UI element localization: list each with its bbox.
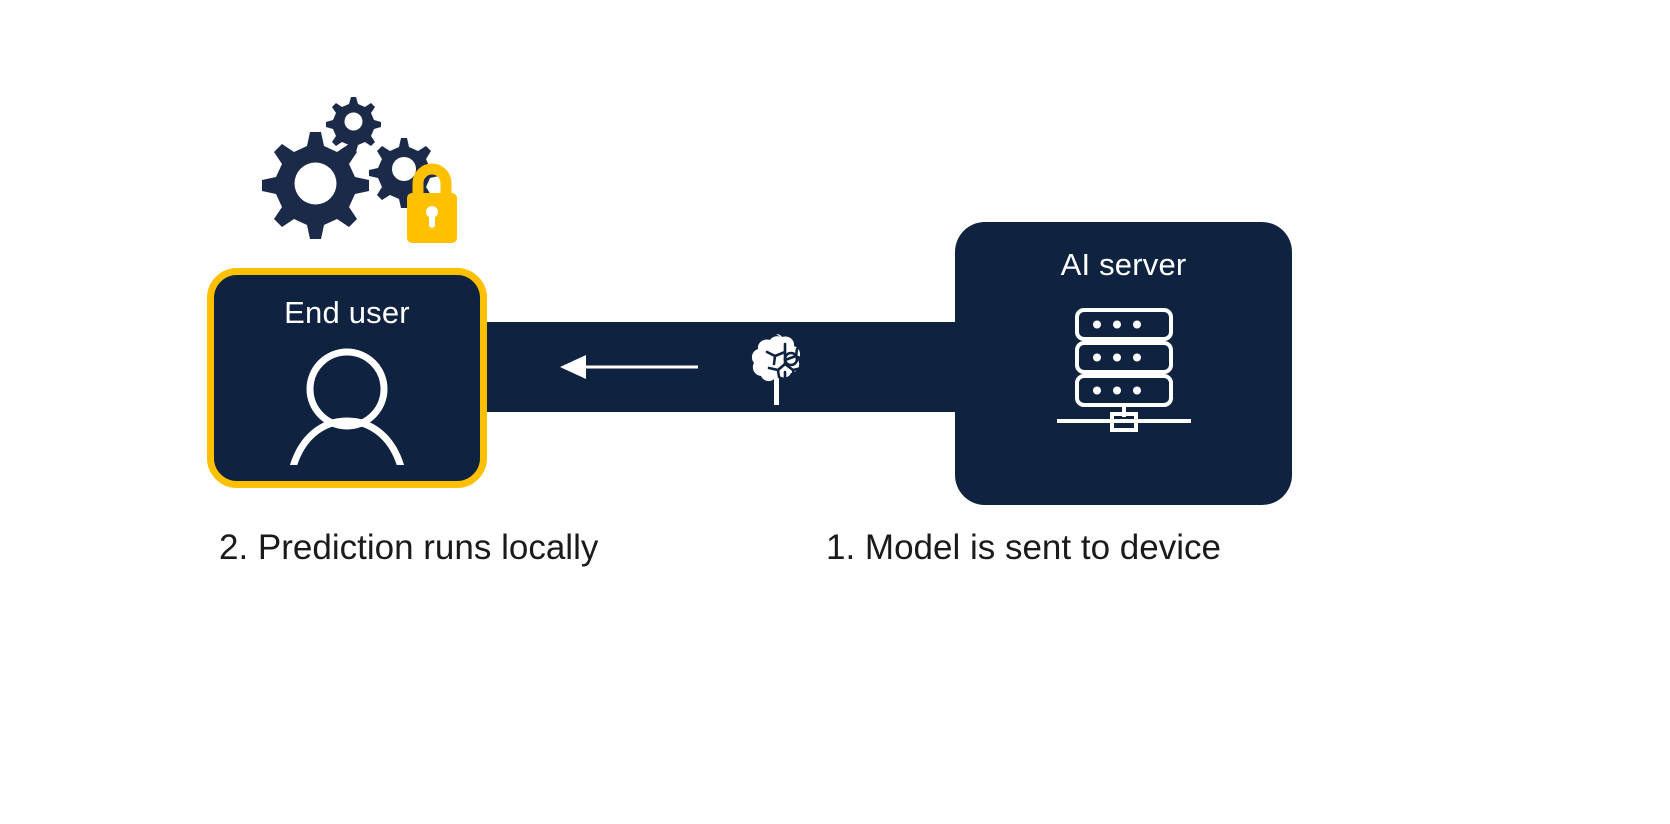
caption-prediction-runs-locally: 2. Prediction runs locally — [219, 528, 599, 567]
node-end-user[interactable]: End user — [207, 268, 487, 488]
padlock-icon — [407, 163, 457, 243]
connector-band — [470, 322, 970, 412]
node-end-user-label: End user — [284, 295, 410, 330]
node-ai-server[interactable]: AI server — [955, 222, 1292, 505]
caption-model-is-sent-to-device: 1. Model is sent to device — [826, 528, 1221, 567]
gear-large-left-icon — [262, 132, 369, 239]
node-ai-server-label: AI server — [1060, 247, 1187, 282]
arrow-left-icon — [560, 355, 698, 379]
gears-lock-decoration — [262, 97, 457, 243]
brain-icon — [751, 334, 805, 405]
person-icon — [214, 347, 480, 465]
server-rack-icon — [955, 304, 1292, 434]
gear-small-top-icon — [326, 97, 381, 152]
